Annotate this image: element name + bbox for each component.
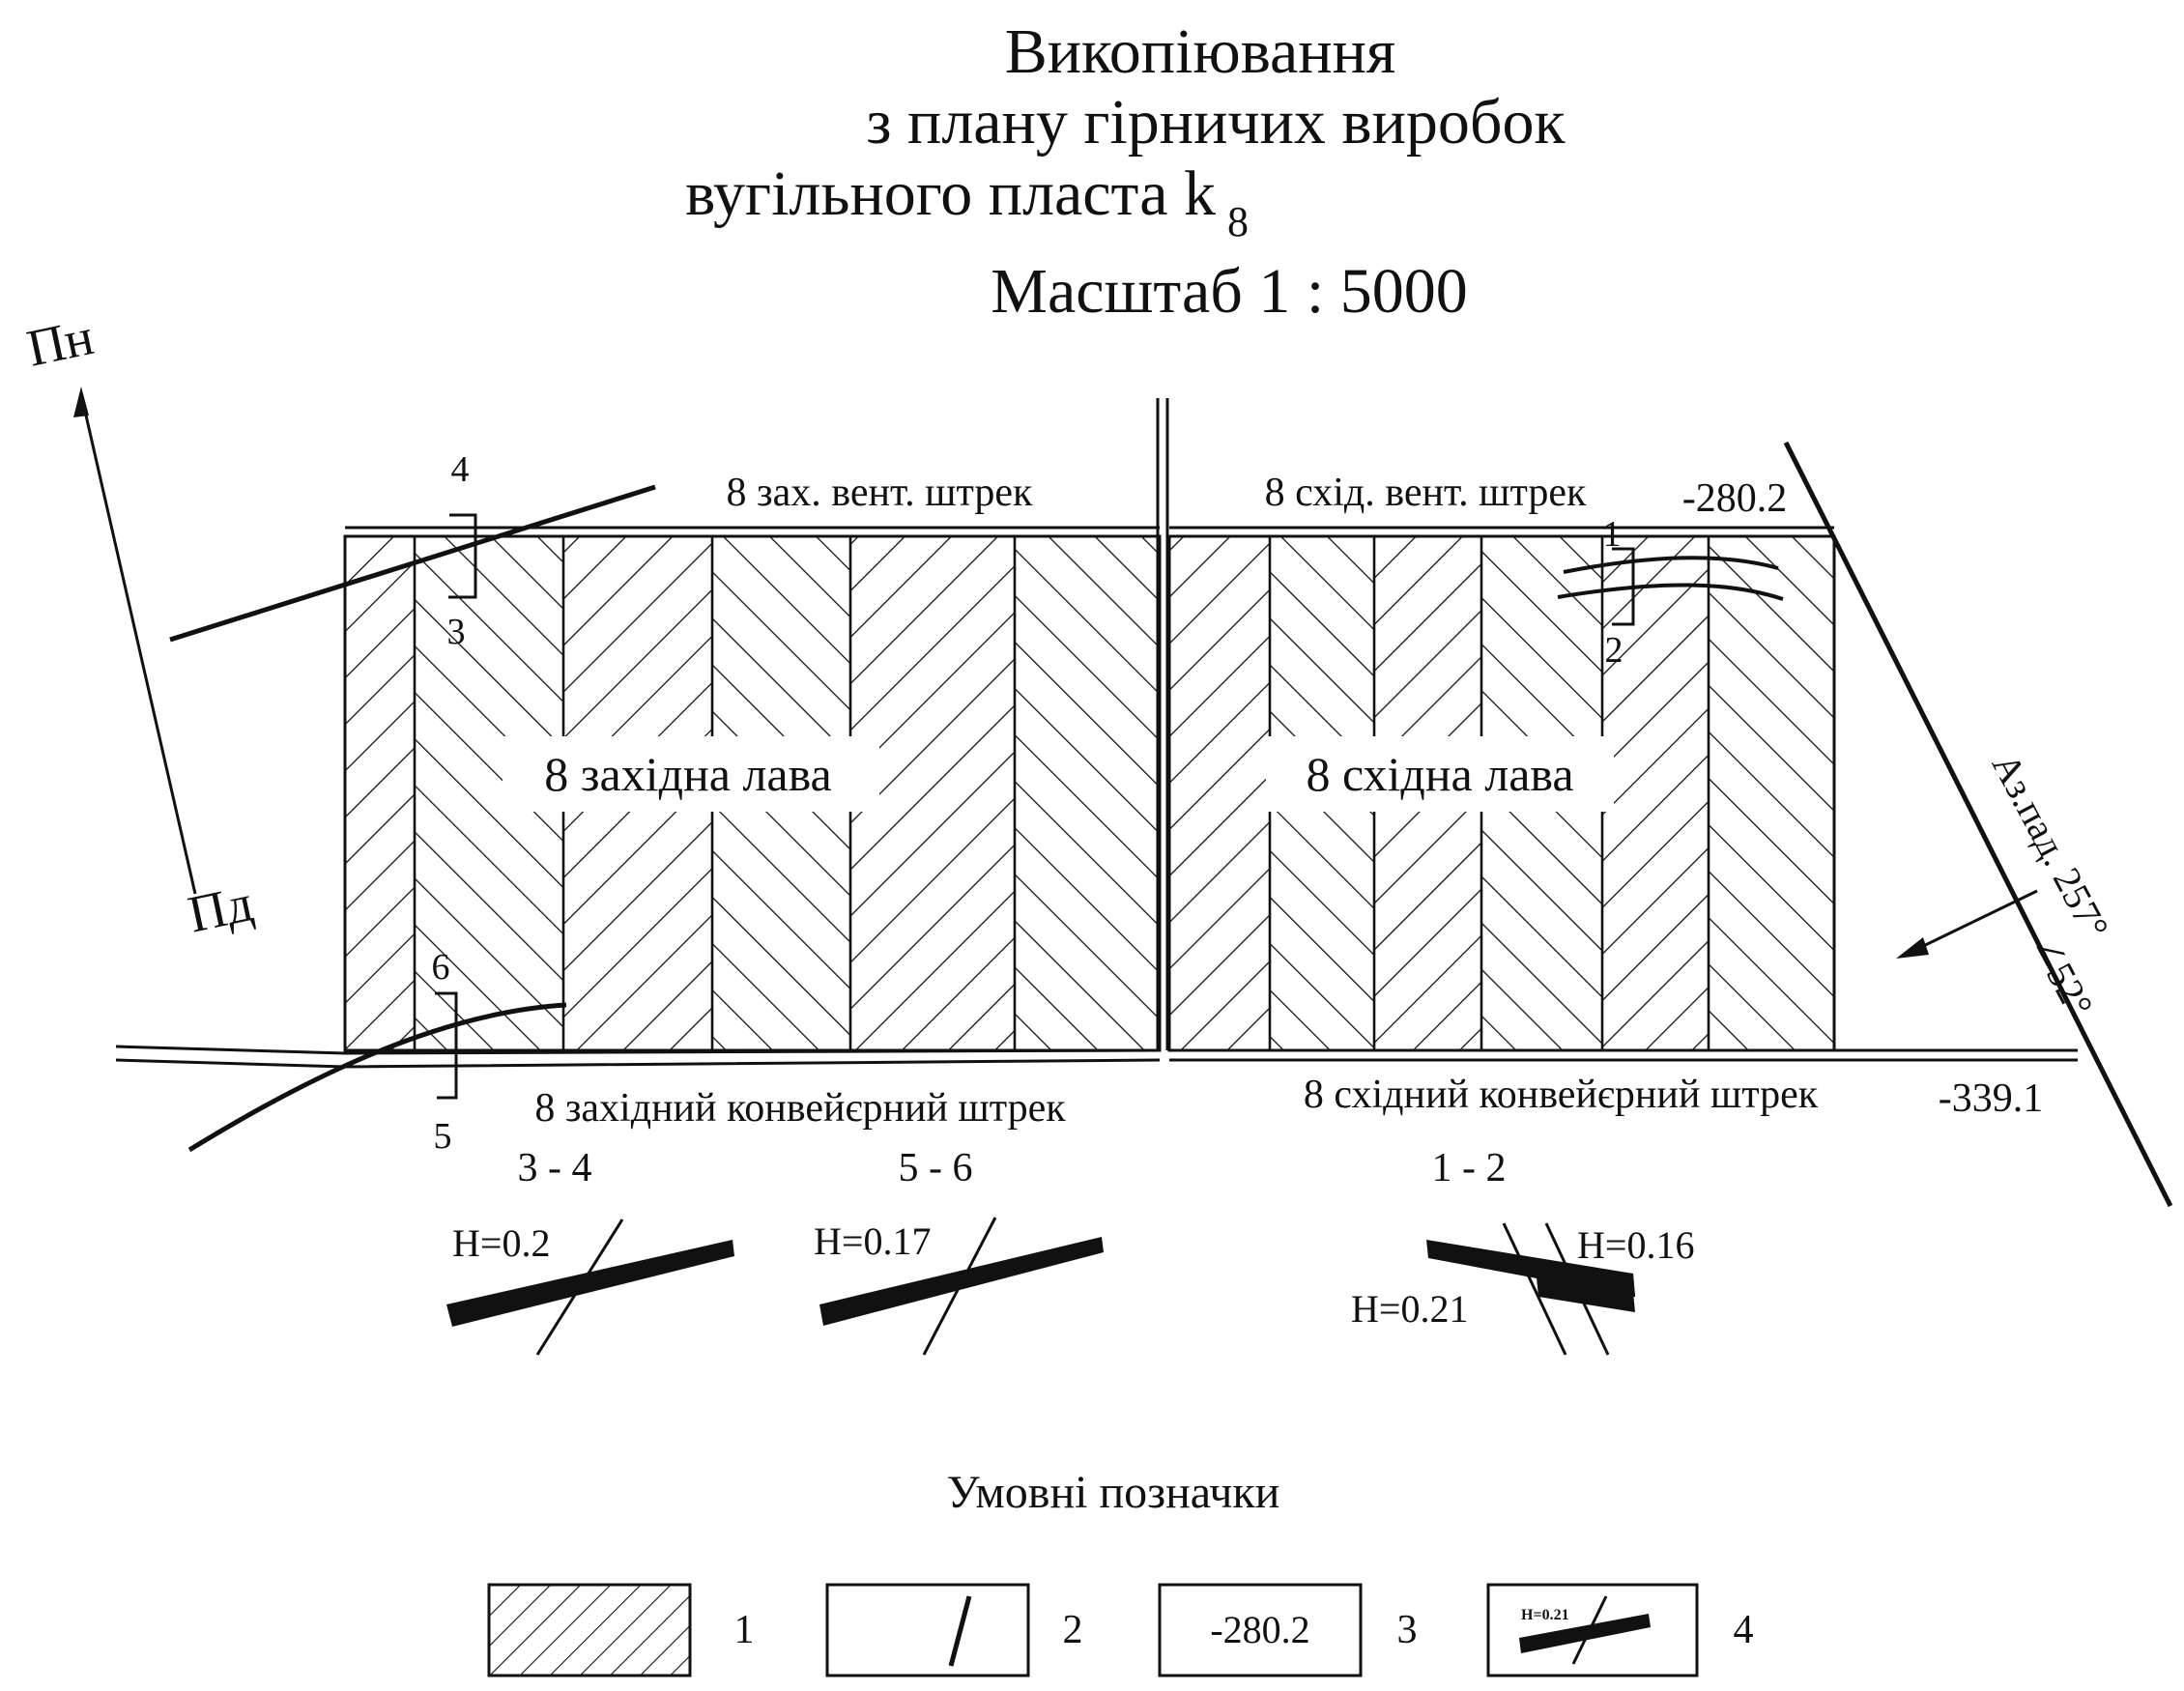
east-longwall-band [1709, 536, 1834, 1050]
faults [169, 441, 2173, 1208]
thickness-label: H=0.2 [452, 1221, 550, 1265]
north-arrow-line [79, 393, 197, 895]
west-longwall-band [345, 536, 415, 1050]
legend-number: 4 [1734, 1608, 1754, 1652]
section-mark-1: 1 [1603, 514, 1622, 555]
west-conveyor-drift-line [115, 1045, 1161, 1055]
section-markers [435, 513, 1635, 1100]
west-longwall: 8 західна лава [343, 534, 1162, 1052]
section-mark-4: 4 [451, 449, 470, 490]
dip-azimuth-label: Аз.пад. 257° [1984, 746, 2117, 946]
east-conveyor-drift-label: 8 східний конвейєрний штрек [1304, 1073, 1819, 1117]
fault-trace [1502, 1222, 1567, 1356]
fault-line-east-2 [1557, 583, 1784, 601]
east-longwall: 8 східна лава [1167, 534, 1836, 1052]
section-title-3-4: 3 - 4 [518, 1146, 592, 1190]
legend-hatch-swatch [487, 1583, 692, 1677]
legend-number: 3 [1397, 1608, 1418, 1652]
elevation-bottom-label: -339.1 [1939, 1076, 2044, 1121]
legend-fault-swatch [825, 1583, 1030, 1677]
legend-elevation-swatch [1158, 1583, 1363, 1677]
section-1-2: H=0.16 H=0.21 [1351, 1222, 1694, 1356]
seam-band [446, 1240, 734, 1327]
scale-label: Масштаб 1 : 5000 [991, 256, 1467, 327]
legend-item-4: H=0.21 4 [1486, 1583, 1754, 1677]
west-longwall-label-bg [503, 736, 879, 812]
east-vent-drift-label: 8 схід. вент. штрек [1265, 471, 1587, 515]
section-1-2-marker [1612, 547, 1635, 626]
east-longwall-band [1602, 536, 1709, 1050]
legend-item-2: 2 [825, 1583, 1083, 1677]
south-label: Пд [184, 874, 259, 944]
title-line-3: вугільного пласта k [685, 158, 1216, 229]
fault-line-south-west [187, 1002, 567, 1153]
fault-trace [922, 1217, 997, 1356]
section-5-6: H=0.17 [814, 1217, 1104, 1356]
fault-trace [535, 1218, 624, 1356]
legend-fault-line [948, 1595, 972, 1667]
north-label: Пн [22, 307, 99, 378]
west-conveyor-drift-line [115, 1058, 1161, 1069]
title-block: Викопіювання з плану гірничих виробок ву… [685, 16, 1566, 327]
compass: Пн Пд [22, 307, 258, 944]
west-longwall-band [1015, 536, 1160, 1050]
title-line-2: з плану гірничих виробок [866, 87, 1566, 158]
fault-line-east-1 [1563, 556, 1779, 574]
section-mark-2: 2 [1605, 630, 1624, 671]
section-mark-3: 3 [447, 612, 466, 652]
section-3-4-marker [448, 513, 477, 599]
thickness-label: H=0.17 [814, 1219, 931, 1263]
dip-arrow-line [1912, 889, 2038, 953]
dip-angle-label: ∠52° [2023, 928, 2102, 1024]
east-longwall-label: 8 східна лава [1306, 747, 1573, 801]
west-vent-drift-label: 8 зах. вент. штрек [727, 471, 1033, 515]
thickness-label: H=0.16 [1577, 1223, 1694, 1267]
fault-line-north-west [169, 484, 656, 643]
west-conveyor-drift-label: 8 західний конвейєрний штрек [534, 1086, 1066, 1131]
legend-number: 1 [734, 1608, 755, 1652]
thickness-label: H=0.21 [1351, 1287, 1468, 1331]
east-longwall-band [1169, 536, 1270, 1050]
legend-number: 2 [1063, 1608, 1083, 1652]
seam-band-lower [1537, 1277, 1635, 1312]
legend-seam-fault [1571, 1595, 1608, 1665]
legend-seam-text: H=0.21 [1521, 1607, 1569, 1623]
legend-title: Умовні позначки [947, 1467, 1280, 1518]
section-title-1-2: 1 - 2 [1432, 1146, 1507, 1190]
cross-sections: 3 - 4 5 - 6 1 - 2 H=0.2 H=0.17 H=0.16 H=… [446, 1146, 1694, 1356]
section-title-5-6: 5 - 6 [899, 1146, 973, 1190]
north-arrow-head [73, 387, 89, 417]
legend-item-1: 1 [487, 1583, 755, 1677]
dip-arrow-head [1896, 937, 1929, 959]
boundary-fault-line [1783, 441, 2173, 1208]
section-3-4: H=0.2 [446, 1218, 734, 1356]
section-numbers: 4 3 6 5 1 2 [432, 449, 1624, 1157]
legend-item-3: -280.2 3 [1158, 1583, 1418, 1677]
legend-elevation-text: -280.2 [1210, 1608, 1309, 1651]
elevation-top-label: -280.2 [1682, 476, 1788, 521]
east-longwall-label-bg [1266, 736, 1614, 812]
section-5-6-marker [435, 991, 458, 1100]
section-mark-5: 5 [434, 1116, 452, 1157]
west-longwall-label: 8 західна лава [544, 747, 832, 801]
title-subscript: 8 [1227, 198, 1249, 245]
drifts [115, 398, 2078, 1069]
legend-seam-band [1519, 1614, 1651, 1653]
title-line-1: Викопіювання [1005, 16, 1396, 87]
fault-trace [1544, 1222, 1610, 1356]
legend: Умовні позначки 1 2 -280.2 3 H=0.21 4 [487, 1467, 1754, 1677]
section-mark-6: 6 [432, 947, 450, 988]
